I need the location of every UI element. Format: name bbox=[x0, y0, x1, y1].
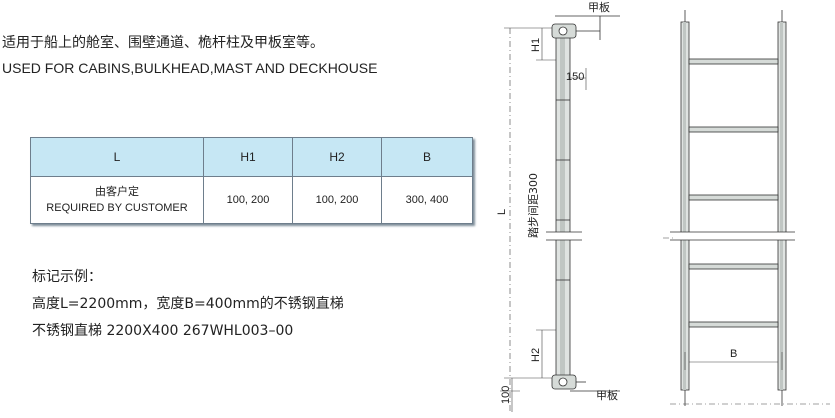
front-rung bbox=[688, 126, 779, 133]
front-rung bbox=[688, 321, 779, 328]
cell-l-en: REQUIRED BY CUSTOMER bbox=[46, 202, 188, 214]
spec-table: L H1 H2 B 由客户定 REQUIRED BY CUSTOMER 100,… bbox=[30, 137, 473, 224]
header-h1: H1 bbox=[203, 137, 293, 177]
deck-label-top: 甲板 bbox=[588, 0, 610, 14]
dim-b-label: B bbox=[730, 348, 737, 360]
intro-english-text: USED FOR CABINS,BULKHEAD,MAST AND DECKHO… bbox=[2, 60, 378, 76]
dim-l-label: L bbox=[496, 209, 508, 215]
cell-h1: 100, 200 bbox=[203, 176, 293, 224]
side-view: 甲板 甲板 H1 H2 150 L 踏步间距300 100 bbox=[496, 0, 620, 412]
dim-100-label: 100 bbox=[500, 386, 512, 404]
break-gap bbox=[548, 232, 578, 240]
h2-label: H2 bbox=[530, 348, 542, 362]
example-line-1: 高度L=2200mm，宽度B=400mm的不锈钢直梯 bbox=[32, 296, 344, 312]
cell-b: 300, 400 bbox=[381, 176, 473, 224]
front-rail-left-shade bbox=[683, 22, 686, 390]
dim-150-label: 150 bbox=[566, 71, 584, 83]
example-title: 标记示例： bbox=[32, 269, 102, 285]
cell-h2: 100, 200 bbox=[292, 176, 382, 224]
side-rail-shade bbox=[560, 30, 565, 386]
step-spacing-label: 踏步间距300 bbox=[526, 173, 540, 238]
bottom-bolt-icon bbox=[558, 377, 568, 387]
h1-label: H1 bbox=[530, 38, 542, 52]
table-row: 由客户定 REQUIRED BY CUSTOMER 100, 200 100, … bbox=[30, 176, 473, 224]
front-rung bbox=[688, 58, 779, 65]
front-rung bbox=[688, 263, 779, 270]
front-view: B bbox=[663, 10, 830, 406]
cell-l-cn: 由客户定 bbox=[95, 186, 139, 198]
front-rail-right-shade bbox=[780, 22, 783, 390]
header-b: B bbox=[381, 137, 473, 177]
example-line-2: 不锈钢直梯 2200X400 267WHL003–00 bbox=[32, 323, 294, 339]
intro-chinese-text: 适用于船上的舱室、围壁通道、桅杆柱及甲板室等。 bbox=[2, 35, 324, 51]
header-l: L bbox=[30, 137, 204, 177]
ladder-drawing: 甲板 甲板 H1 H2 150 L 踏步间距300 100 B bbox=[496, 0, 830, 412]
front-break-gap bbox=[675, 232, 793, 240]
cell-l: 由客户定 REQUIRED BY CUSTOMER bbox=[30, 176, 204, 224]
front-rung bbox=[688, 194, 779, 201]
table-header-row: L H1 H2 B bbox=[30, 137, 473, 177]
deck-label-bottom: 甲板 bbox=[596, 388, 618, 402]
top-bolt-icon bbox=[558, 26, 568, 36]
header-h2: H2 bbox=[292, 137, 382, 177]
